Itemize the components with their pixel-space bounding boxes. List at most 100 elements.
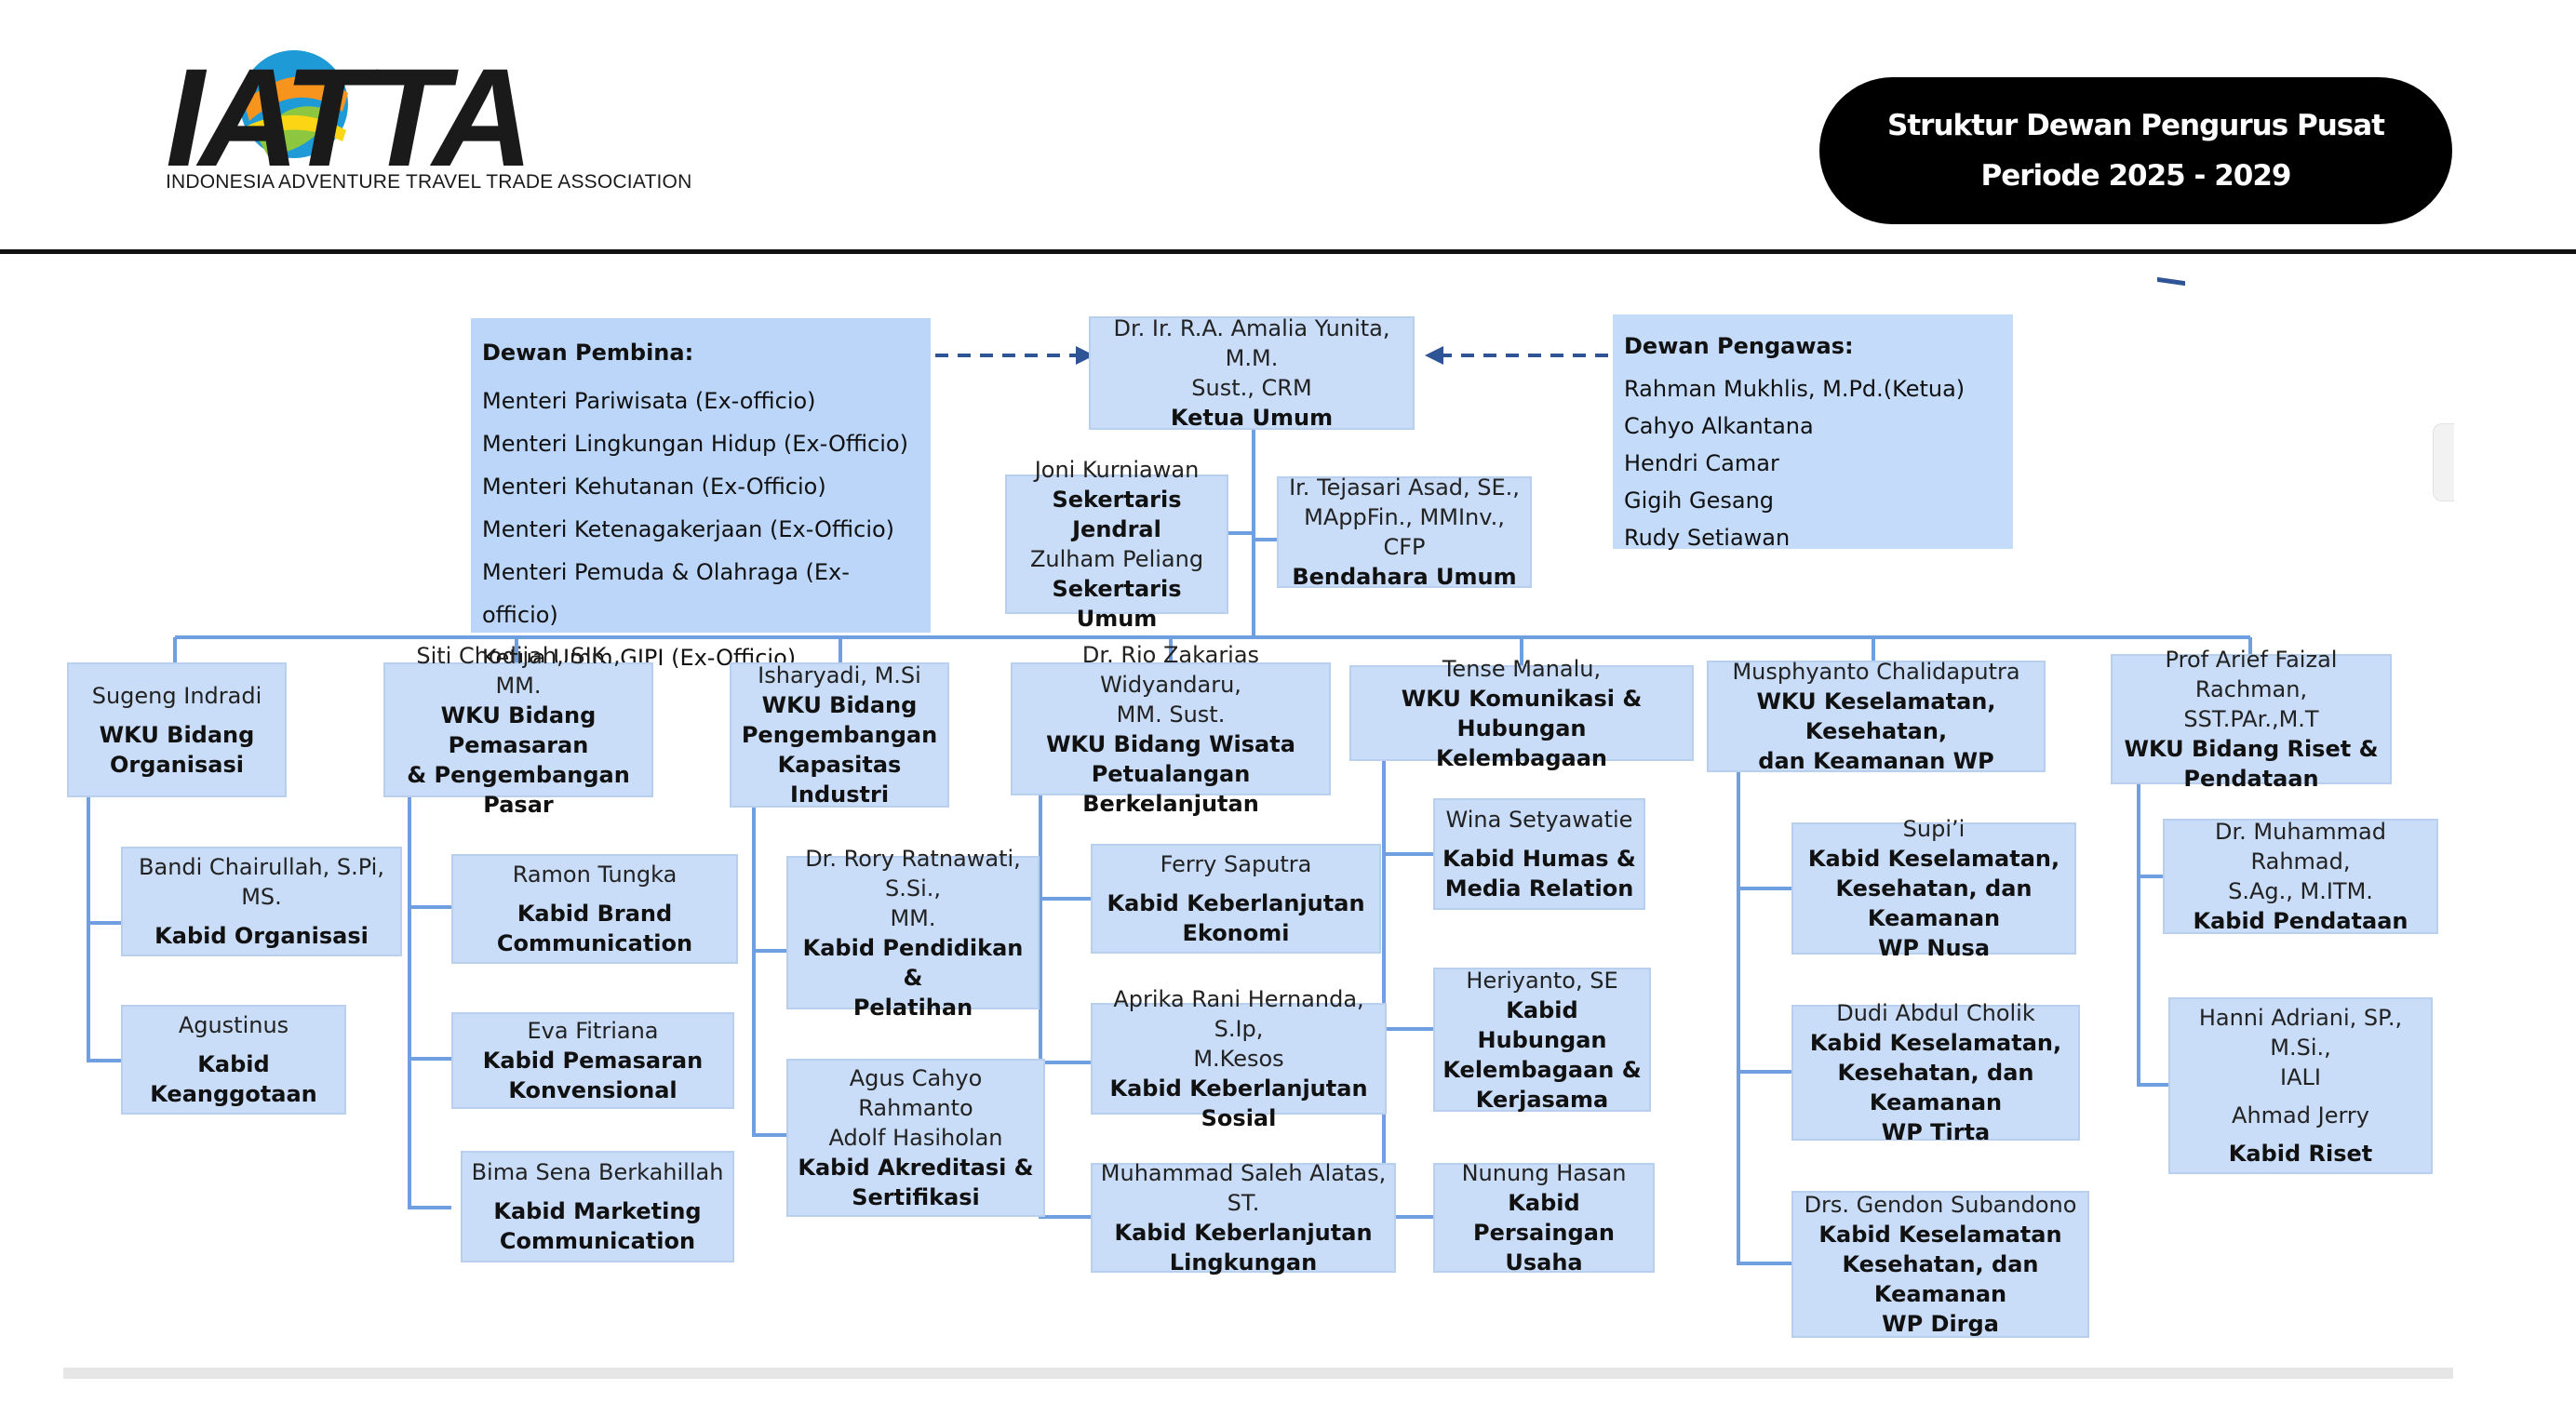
sekjen-name: Joni Kurniawan <box>1034 457 1200 483</box>
logo-globe-wave <box>246 114 346 141</box>
kabid-role: Kabid Riset <box>2228 1141 2373 1167</box>
kabid-role: Sertifikasi <box>852 1184 980 1210</box>
kabid-name: Agustinus <box>178 1012 289 1038</box>
kabid-brand-box: Ramon Tungka Kabid Brand Communication <box>451 854 738 964</box>
footer-divider <box>63 1368 2453 1379</box>
kabid-role: Kabid Organisasi <box>154 923 369 949</box>
wku-wisata-box: Dr. Rio Zakarias Widyandaru, MM. Sust. W… <box>1011 642 1331 817</box>
pembina-member: Menteri Ketenagakerjaan (Ex-Officio) <box>482 516 895 542</box>
side-scroll-handle[interactable] <box>2433 423 2454 501</box>
branch-wisata <box>1039 795 1091 1219</box>
wku-keselamatan-box: Musphyanto Chalidaputra WKU Keselamatan,… <box>1707 659 2046 774</box>
dewan-pembina-panel: Dewan Pembina: Menteri Pariwisata (Ex-of… <box>471 318 931 671</box>
wku-name: Siti Chodijah, SIK., MM. <box>416 642 621 699</box>
kabid-organisasi-box: Bandi Chairullah, S.Pi, MS. Kabid Organi… <box>121 847 402 956</box>
bendahara-name-line2: MAppFin., MMInv., CFP <box>1304 504 1505 560</box>
kabid-role: Kabid Pemasaran <box>482 1048 704 1074</box>
kabid-lingkungan-box: Muhammad Saleh Alatas, ST. Kabid Keberla… <box>1091 1160 1396 1276</box>
kabid-role: Kabid Marketing <box>493 1198 702 1224</box>
wku-role: Kapasitas Industri <box>777 752 902 808</box>
header-divider <box>0 249 2576 254</box>
wku-role: WKU Bidang Wisata <box>1046 730 1295 757</box>
kabid-name: Drs. Gendon Subandono <box>1804 1192 2077 1218</box>
pengawas-member: Rudy Setiawan <box>1624 525 1791 551</box>
kabid-name: Supi’i <box>1902 816 1966 842</box>
kabid-role: Ekonomi <box>1182 920 1290 946</box>
kabid-role: Kabid Persaingan <box>1473 1190 1615 1246</box>
kabid-name: S.Ag., M.ITM. <box>2228 878 2373 904</box>
kabid-pemasaran-box: Eva Fitriana Kabid Pemasaran Konvensiona… <box>451 1012 734 1109</box>
pengawas-member: Cahyo Alkantana <box>1624 413 1814 439</box>
iatta-logo: IATTA <box>166 39 533 195</box>
wku-role: WKU Bidang Pemasaran <box>440 701 597 758</box>
kabid-role: Kabid Brand <box>517 901 673 927</box>
wku-role: Organisasi <box>110 751 244 778</box>
kabid-name: M.Kesos <box>1193 1046 1284 1072</box>
page-title-line2: Periode 2025 - 2029 <box>1980 159 2292 193</box>
kabid-role: Kabid Pendidikan & <box>802 934 1024 991</box>
kabid-name: Bima Sena Berkahillah <box>471 1159 724 1185</box>
pembina-member: Menteri Kehutanan (Ex-Officio) <box>482 474 826 500</box>
sekjen-role: Sekertaris Jendral <box>1052 487 1182 542</box>
kabid-role: Kerjasama <box>1475 1086 1609 1113</box>
kabid-role: Kabid Keselamatan, <box>1809 1030 2062 1056</box>
kabid-name: Dr. Muhammad Rahmad, <box>2215 819 2386 875</box>
sekum-name: Zulham Peliang <box>1029 546 1204 572</box>
bendahara-role: Bendahara Umum <box>1292 564 1517 590</box>
kabid-role: Kabid Keselamatan, <box>1807 846 2060 872</box>
kabid-name: Eva Fitriana <box>527 1018 659 1044</box>
kabid-role: Kabid Keberlanjutan <box>1107 890 1365 916</box>
page-title-line1: Struktur Dewan Pengurus Pusat <box>1887 109 2385 142</box>
kabid-role: Kesehatan, dan Keamanan <box>1842 1251 2039 1307</box>
wku-role: Pengembangan <box>741 722 938 748</box>
wku-pemasaran-box: Siti Chodijah, SIK., MM. WKU Bidang Pema… <box>383 643 653 818</box>
kabid-role: Kabid Humas & <box>1442 846 1636 872</box>
kabid-pendataan-box: Dr. Muhammad Rahmad, S.Ag., M.ITM. Kabid… <box>2163 819 2438 934</box>
kabid-hubungan-box: Heriyanto, SE Kabid Hubungan Kelembagaan… <box>1433 967 1651 1113</box>
pengawas-member: Rahman Mukhlis, M.Pd.(Ketua) <box>1624 376 1966 402</box>
kabid-role: Pelatihan <box>852 994 973 1021</box>
wku-role: WKU Keselamatan, Kesehatan, <box>1756 688 1996 744</box>
wku-role: WKU Komunikasi & Hubungan <box>1401 685 1643 741</box>
wku-name: Tense Manalu, <box>1442 655 1602 682</box>
wku-name: SST.PAr.,M.T <box>2183 706 2319 732</box>
wku-organisasi-box: Sugeng Indradi WKU Bidang Organisasi <box>67 662 287 797</box>
kabid-name: Bandi Chairullah, S.Pi, MS. <box>139 854 384 910</box>
kabid-role: Kabid Keanggotaan <box>150 1051 317 1107</box>
kabid-role: Communication <box>499 1228 696 1254</box>
ketua-name-line1: Dr. Ir. R.A. Amalia Yunita, M.M. <box>1113 315 1390 371</box>
kabid-name: Nunung Hasan <box>1461 1160 1627 1186</box>
wku-name: Isharyadi, M.Si <box>758 662 921 688</box>
kabid-riset-box: Hanni Adriani, SP., M.Si., IALI Ahmad Je… <box>2168 997 2433 1174</box>
kabid-sosial-box: Aprika Rani Hernanda, S.Ip, M.Kesos Kabi… <box>1091 986 1387 1131</box>
branch-pemasaran <box>408 797 451 1209</box>
dewan-pengawas-heading: Dewan Pengawas: <box>1624 333 1854 359</box>
kabid-name: Aprika Rani Hernanda, S.Ip, <box>1113 986 1364 1042</box>
kabid-name: Heriyanto, SE <box>1466 967 1618 994</box>
kabid-role: WP Tirta <box>1881 1119 1991 1145</box>
kabid-name: Agus Cahyo Rahmanto <box>849 1065 983 1121</box>
branch-organisasi <box>87 797 121 1062</box>
pembina-member: Menteri Pemuda & Olahraga (Ex-officio) <box>482 559 850 628</box>
sekretaris-box: Joni Kurniawan Sekertaris Jendral Zulham… <box>1005 457 1228 632</box>
kabid-name: Ramon Tungka <box>512 862 678 888</box>
branch-komunikasi <box>1382 761 1433 1219</box>
wku-role: WKU Bidang <box>99 721 255 748</box>
ketua-umum-box: Dr. Ir. R.A. Amalia Yunita, M.M. Sust., … <box>1089 315 1415 431</box>
kabid-role: Konvensional <box>508 1077 678 1103</box>
wku-role: & Pengembangan Pasar <box>407 761 630 818</box>
kabid-pendidikan-box: Dr. Rory Ratnawati, S.Si., MM. Kabid Pen… <box>786 846 1040 1021</box>
kabid-role: Kabid Akreditasi & <box>798 1155 1034 1181</box>
wku-role: Pendataan <box>2183 766 2319 792</box>
wku-komunikasi-box: Tense Manalu, WKU Komunikasi & Hubungan … <box>1349 656 1694 771</box>
kabid-name: Hanni Adriani, SP., M.Si., <box>2198 1005 2403 1061</box>
kabid-keanggotaan-box: Agustinus Kabid Keanggotaan <box>121 1005 346 1115</box>
wku-role: Petualangan Berkelanjutan <box>1082 760 1259 817</box>
kabid-role: Kesehatan, dan Keamanan <box>1835 875 2033 931</box>
logo-wordmark: IATTA <box>166 39 528 195</box>
pembina-member: Menteri Pariwisata (Ex-officio) <box>482 388 816 414</box>
wku-name: Musphyanto Chalidaputra <box>1732 659 2020 685</box>
kabid-name: MM. <box>890 904 936 931</box>
wku-role: WKU Bidang Riset & <box>2124 736 2379 762</box>
kabid-name: IALI <box>2280 1064 2321 1090</box>
